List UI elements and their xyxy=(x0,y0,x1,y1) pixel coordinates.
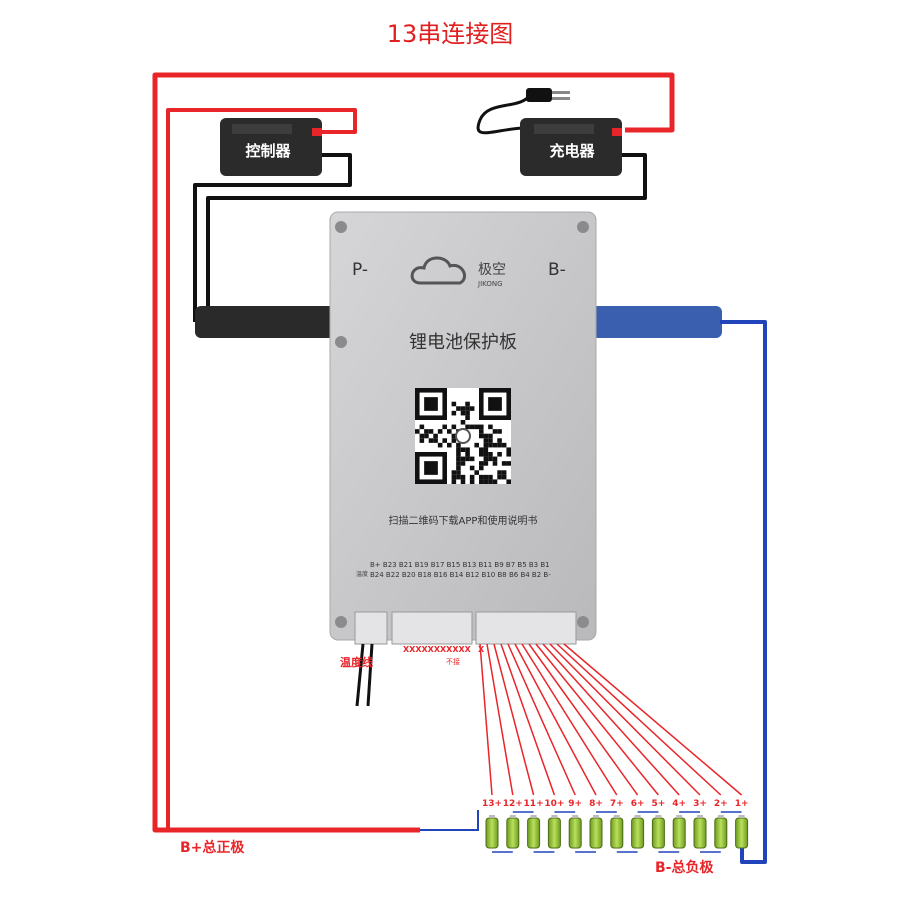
connector-left xyxy=(391,611,473,645)
balance-wires xyxy=(479,643,743,796)
b-minus-cable xyxy=(592,306,722,338)
controller-label: 控制器 xyxy=(245,142,291,160)
balance-wire xyxy=(528,643,639,796)
cell-label: 12+ xyxy=(503,799,523,809)
balance-wire xyxy=(514,643,597,796)
cell-label: 10+ xyxy=(544,799,564,809)
cell-label: 1+ xyxy=(735,799,749,809)
controller-p-wire xyxy=(193,153,352,322)
not-connected-label: 不接 xyxy=(446,657,460,666)
battery-cell xyxy=(568,817,582,849)
charger-p-wire xyxy=(206,153,647,322)
battery-cell-terminal xyxy=(530,815,537,818)
temp-wire-label: 温度线 xyxy=(340,655,373,669)
cell-label: 9+ xyxy=(568,799,582,809)
screw-hole xyxy=(577,221,589,233)
charger-cord xyxy=(476,93,541,135)
balance-wire xyxy=(479,643,493,796)
battery-cell xyxy=(735,817,749,849)
qr-center-logo-icon xyxy=(455,428,471,444)
pin-row-2: B24 B22 B20 B18 B16 B14 B12 B10 B8 B6 B4… xyxy=(370,571,551,579)
plug xyxy=(526,88,552,102)
battery-cell-terminal xyxy=(509,815,516,818)
cell-label: 7+ xyxy=(610,799,624,809)
screw-hole xyxy=(335,221,347,233)
charger-label: 充电器 xyxy=(549,142,595,160)
diagram-title: 13串连接图 xyxy=(386,20,514,48)
cell-label: 2+ xyxy=(714,799,728,809)
battery-cell xyxy=(547,817,561,849)
battery-cell-terminal xyxy=(593,815,599,818)
battery-cell xyxy=(631,817,645,849)
scan-text: 扫描二维码下载APP和使用说明书 xyxy=(389,514,538,527)
balance-wire xyxy=(556,643,722,796)
temp-wire xyxy=(355,643,365,707)
connector-right xyxy=(475,611,577,645)
battery-cell xyxy=(693,817,707,849)
cell-label: 4+ xyxy=(672,799,686,809)
screw-hole xyxy=(335,336,347,348)
b-minus-total-label: B-总负极 xyxy=(655,859,714,876)
x-single: X xyxy=(478,645,485,654)
balance-wire xyxy=(507,643,576,796)
temp-label: 温度 xyxy=(356,570,368,578)
pin-row-1: B+ B23 B21 B19 B17 B15 B13 B11 B9 B7 B5 … xyxy=(370,561,550,569)
b-minus-label: B- xyxy=(548,260,566,280)
protection-board: P- B- 极空 JIKONG 锂电池保护板 扫描二维码下载APP和使用说明书 … xyxy=(329,211,597,645)
screw-hole xyxy=(577,616,589,628)
battery-cell-terminal xyxy=(634,815,641,818)
balance-wire xyxy=(500,643,556,796)
balance-wire xyxy=(493,643,535,796)
p-minus-cable xyxy=(195,306,335,338)
b-plus-blue-link xyxy=(420,810,479,831)
battery-cell xyxy=(714,817,728,849)
b-plus-inner-wire xyxy=(166,108,420,832)
cell-label: 3+ xyxy=(693,799,707,809)
cell-pack: 13+12+11+10+ 9+ 8+ 7+ 6+ 5+ 4+ 3+ 2+ 1+ xyxy=(482,799,749,853)
cell-label: 5+ xyxy=(651,799,665,809)
battery-cell-terminal xyxy=(697,815,703,818)
battery-cell xyxy=(672,817,686,849)
battery-cell-terminal xyxy=(738,815,745,818)
qr-code xyxy=(415,388,511,484)
battery-cell xyxy=(651,817,665,849)
b-plus-label: B+总正极 xyxy=(180,839,245,856)
balance-wire xyxy=(542,643,680,796)
battery-cell-terminal xyxy=(676,815,683,818)
controller-box: 控制器 xyxy=(220,118,322,176)
balance-wire xyxy=(535,643,659,796)
x-marks: XXXXXXXXXXX xyxy=(403,645,472,654)
b-minus-wire xyxy=(720,320,767,864)
battery-cell xyxy=(527,817,541,849)
board-name: 锂电池保护板 xyxy=(409,332,517,353)
battery-cell-terminal xyxy=(655,815,662,818)
cell-label: 6+ xyxy=(631,799,645,809)
battery-cell-terminal xyxy=(551,815,558,818)
battery-cell-terminal xyxy=(613,815,620,818)
balance-wire xyxy=(521,643,618,796)
cell-label: 11+ xyxy=(524,799,544,809)
brand-en: JIKONG xyxy=(477,280,503,288)
brand-cn: 极空 xyxy=(478,262,506,278)
balance-wire xyxy=(486,643,514,796)
balance-wire xyxy=(563,643,743,796)
screw-hole xyxy=(335,616,347,628)
battery-cell xyxy=(589,817,603,849)
p-minus-label: P- xyxy=(352,260,368,280)
battery-cell-terminal xyxy=(717,815,724,818)
battery-cell xyxy=(610,817,624,849)
cloud-logo-icon xyxy=(410,256,466,285)
cell-label: 8+ xyxy=(589,799,603,809)
battery-cell-terminal xyxy=(572,815,579,818)
battery-cell xyxy=(485,817,499,849)
cell-label: 13+ xyxy=(482,799,502,809)
battery-cell-terminal xyxy=(489,815,495,818)
balance-wire xyxy=(549,643,701,796)
charger-box: 充电器 xyxy=(520,118,622,176)
battery-cell xyxy=(506,817,520,849)
temp-connector xyxy=(354,611,388,645)
